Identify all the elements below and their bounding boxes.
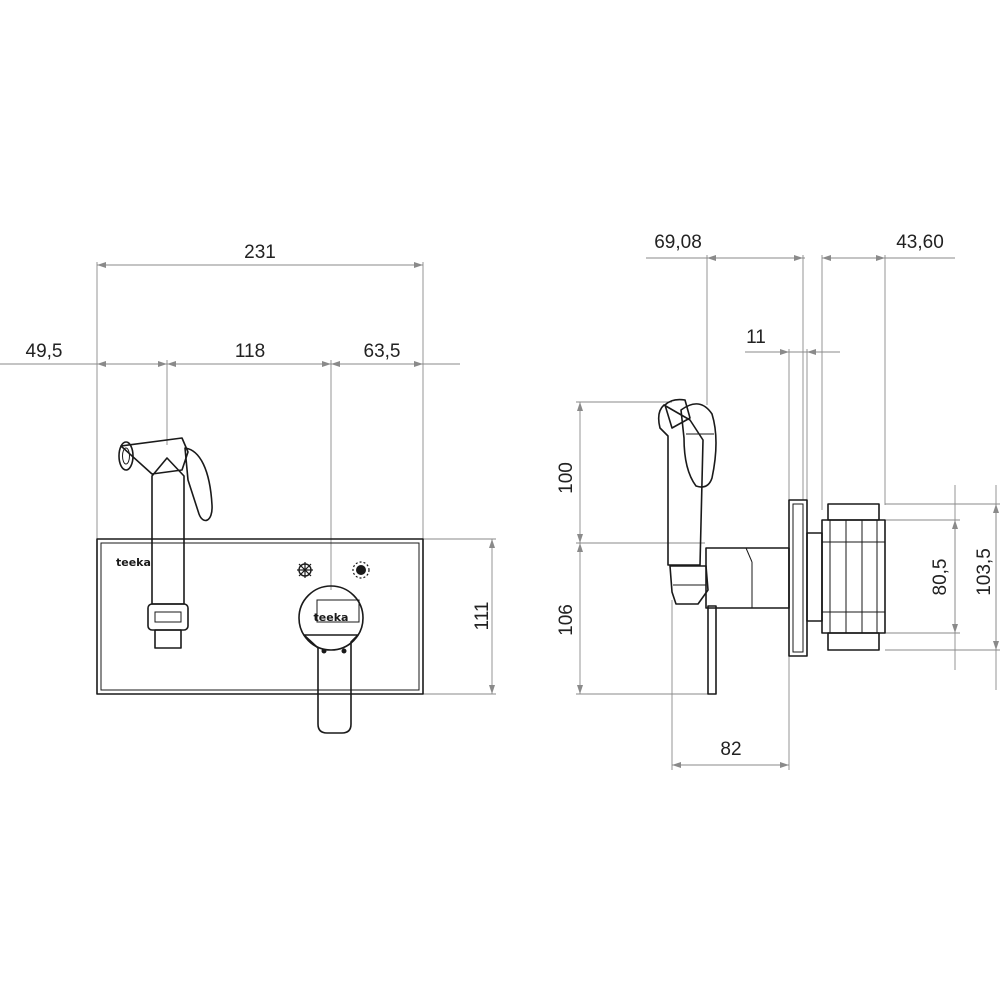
plate-brand-logo: teeka: [116, 556, 151, 569]
hand-shower-side: [657, 398, 717, 605]
handle-brand-logo: teeka: [314, 611, 349, 624]
dimension-plate-thickness: 11: [745, 327, 840, 500]
dim-label-plate-thickness: 11: [746, 327, 766, 348]
dim-label-upper-height: 100: [556, 462, 577, 494]
dimension-body-depth: 43,60: [821, 232, 955, 510]
dim-label-center-distance: 118: [235, 341, 265, 362]
hot-dot-icon: [341, 648, 347, 654]
dim-label-left-offset: 49,5: [26, 341, 63, 362]
dimension-chain-horizontal: 49,5 118 63,5: [0, 341, 460, 590]
hand-shower-front: [118, 437, 213, 649]
dim-label-right-offset: 63,5: [364, 341, 401, 362]
dim-label-lower-height: 106: [556, 604, 577, 636]
dim-label-body-height-outer: 103,5: [974, 548, 995, 596]
side-view: 69,08 43,60 11 100 106: [556, 232, 1000, 770]
hot-indicator-icon: [352, 561, 370, 579]
cold-indicator-icon: [297, 562, 313, 578]
dim-label-body-depth: 43,60: [896, 232, 944, 253]
mixer-handle-front: teeka: [298, 585, 364, 734]
dimension-vertical-chain-left: 100 106: [556, 401, 715, 695]
cover-plate: teeka: [96, 538, 424, 695]
dim-label-sprayer-depth: 69,08: [654, 232, 702, 253]
front-view: 231 49,5 118 63,5 111 teeka: [0, 242, 496, 734]
dim-label-handle-depth: 82: [720, 739, 741, 760]
dim-label-overall-width: 231: [244, 242, 276, 263]
wall-plate-side: [788, 499, 808, 657]
dimension-plate-height: 111: [423, 538, 496, 695]
dim-label-body-height-inner: 80,5: [930, 559, 951, 596]
concealed-body-side: [806, 503, 886, 651]
cold-dot-icon: [321, 648, 327, 654]
valve-connector-side: [705, 547, 790, 695]
dimension-overall-width: 231: [96, 242, 424, 540]
dim-label-plate-height: 111: [472, 602, 493, 631]
dimension-handle-depth: 82: [671, 600, 790, 770]
dimension-sprayer-depth: 69,08: [646, 232, 805, 500]
dimension-vertical-chain-right: 80,5 103,5: [885, 485, 1000, 690]
